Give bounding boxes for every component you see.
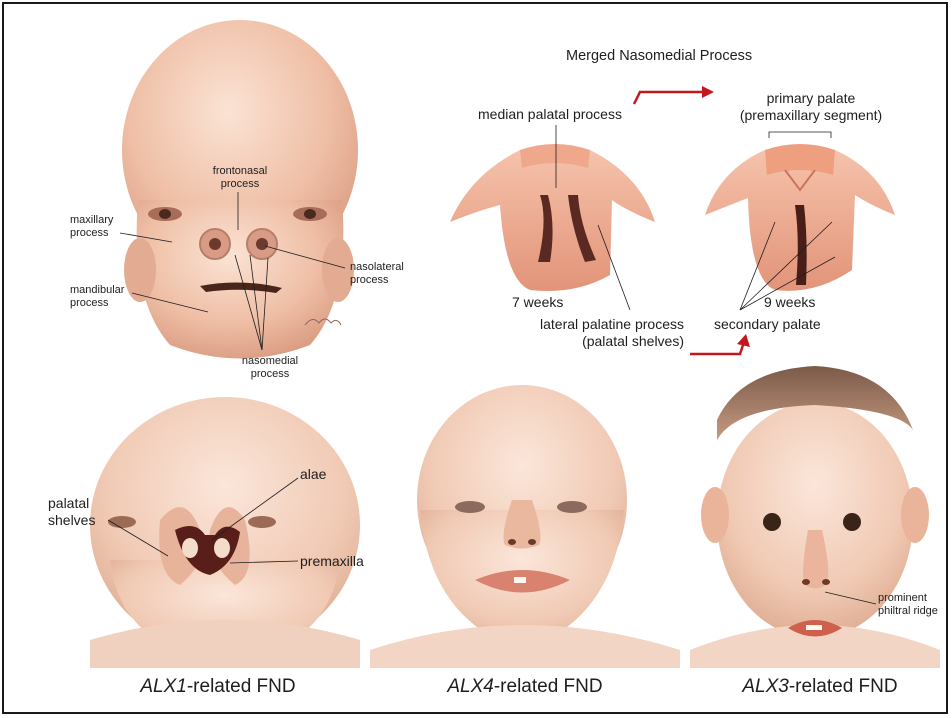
caption-alx4-suffix: -related FND (494, 676, 603, 697)
palate-9-weeks-illustration (705, 144, 895, 291)
label-nasomedial-process: nasomedial process (230, 355, 310, 381)
caption-alx4-gene: ALX4 (447, 676, 493, 697)
label-primary-palate: primary palate (premaxillary segment) (726, 90, 896, 124)
caption-alx3: ALX3-related FND (700, 676, 940, 698)
label-frontonasal-process: frontonasal process (205, 165, 275, 191)
label-palatal-shelves: palatal shelves (48, 495, 95, 529)
alx1-face-illustration (90, 397, 360, 668)
label-maxillary-process: maxillary process (70, 214, 113, 240)
label-9-weeks: 9 weeks (764, 294, 815, 311)
caption-alx1: ALX1-related FND (98, 676, 338, 698)
label-premaxilla: premaxilla (300, 553, 364, 570)
label-median-palatal-process: median palatal process (478, 106, 622, 123)
caption-alx3-gene: ALX3 (742, 676, 788, 697)
caption-alx3-suffix: -related FND (789, 676, 898, 697)
label-nasolateral-process: nasolateral process (350, 261, 404, 287)
label-prominent-philtral-ridge: prominent philtral ridge (878, 592, 938, 618)
merged-nasomedial-heading: Merged Nasomedial Process (566, 48, 752, 64)
caption-alx1-suffix: -related FND (187, 676, 296, 697)
palate-7-weeks-illustration (450, 144, 655, 291)
alx4-face-illustration (370, 385, 680, 668)
caption-alx1-gene: ALX1 (140, 676, 186, 697)
label-alae: alae (300, 466, 326, 483)
alx3-face-illustration (690, 366, 940, 668)
label-mandibular-process: mandibular process (70, 284, 124, 310)
caption-alx4: ALX4-related FND (405, 676, 645, 698)
label-secondary-palate: secondary palate (714, 316, 821, 333)
label-lateral-palatine-process: lateral palatine process (palatal shelve… (500, 316, 684, 350)
label-7-weeks: 7 weeks (512, 294, 563, 311)
